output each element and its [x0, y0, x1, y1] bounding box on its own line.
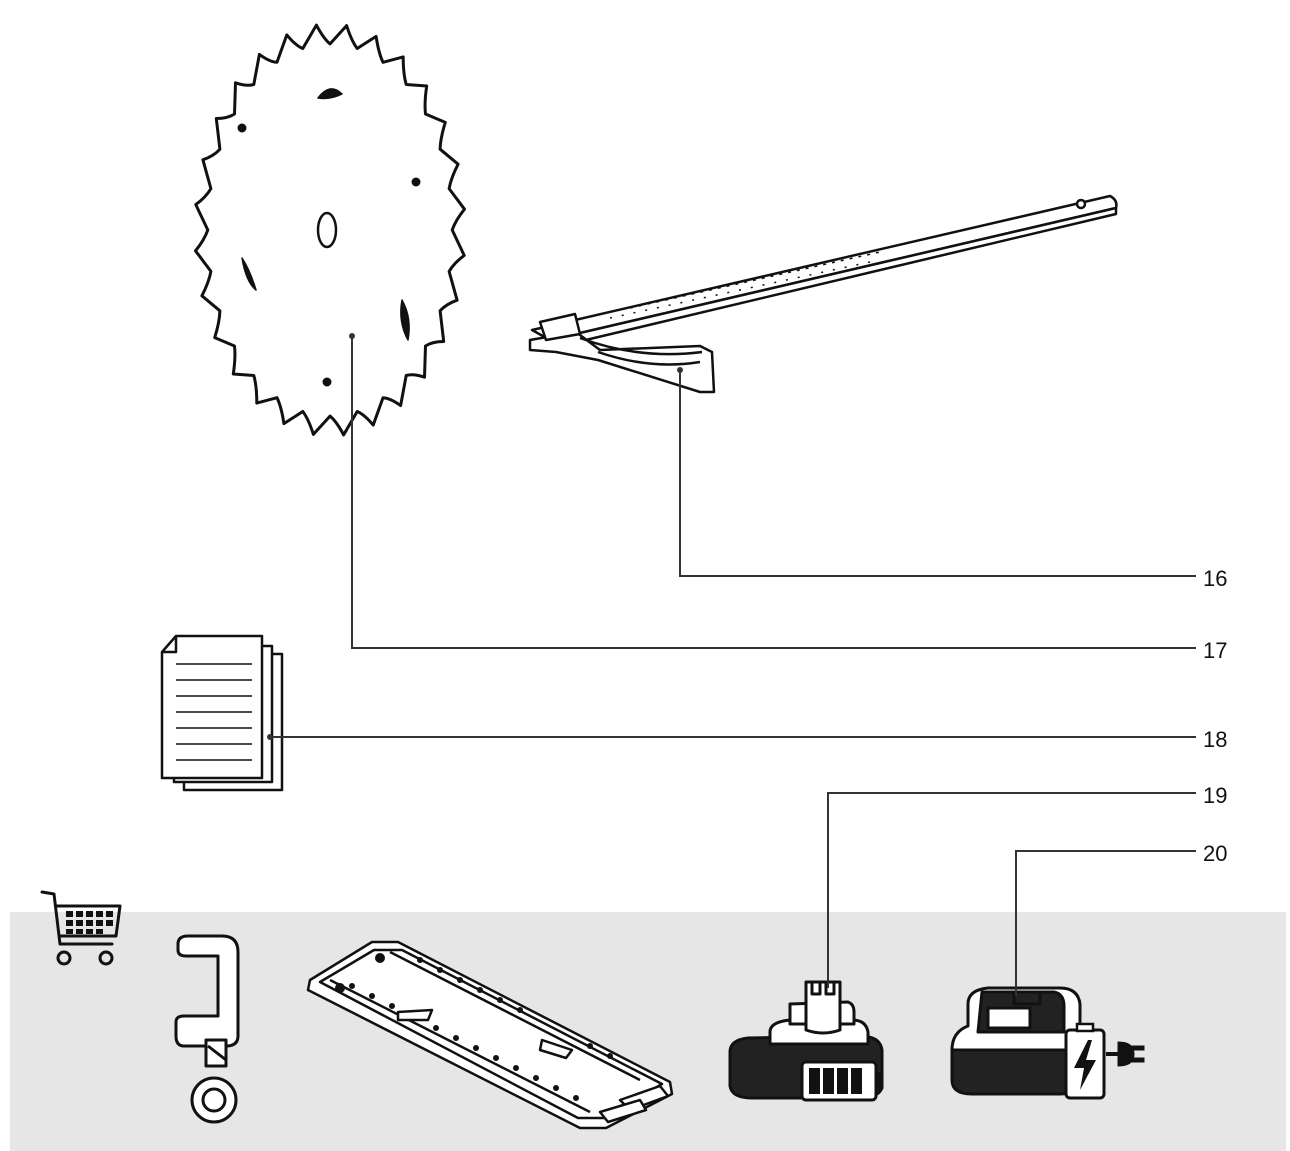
leader-dot-16 [677, 367, 683, 373]
battery-level-icon [800, 1060, 883, 1102]
charger [950, 986, 1082, 1096]
callout-20: 20 [1203, 841, 1228, 866]
battery-charging-icon [1064, 1022, 1106, 1100]
callout-19: 19 [1203, 783, 1228, 808]
leader-dot-18 [267, 734, 273, 740]
leader-dot-17 [349, 333, 355, 339]
saw-blade-outline [194, 23, 466, 437]
callout-18: 18 [1203, 727, 1228, 752]
saw-blade-slot [317, 88, 343, 100]
power-plug-icon [1106, 1041, 1145, 1067]
leader-line-17 [351, 336, 1196, 649]
angle-stop-guide [528, 194, 1118, 394]
saw-blade [194, 23, 466, 437]
manual-documents [160, 634, 284, 792]
callout-16: 16 [1203, 566, 1228, 591]
saw-blade-slot [400, 299, 410, 341]
guide-rail [306, 940, 674, 1130]
callout-17: 17 [1203, 638, 1228, 663]
leader-line-20 [1015, 850, 1196, 996]
c-clamp [174, 934, 240, 1124]
saw-blade-slot [241, 257, 257, 291]
leader-lines [270, 336, 1196, 996]
leader-line-19 [827, 792, 1196, 988]
shopping-cart-icon [40, 890, 122, 966]
leader-line-16 [679, 370, 1196, 577]
saw-blade-arbor-hole [316, 211, 338, 249]
